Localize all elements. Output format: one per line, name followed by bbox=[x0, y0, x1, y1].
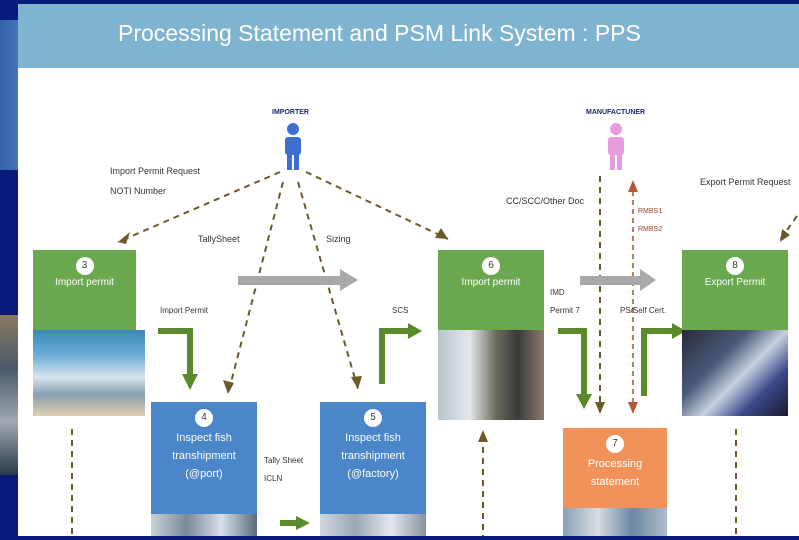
green-arrowhead-box6 bbox=[408, 323, 422, 339]
tally-sheet-2-label: Tally Sheet bbox=[264, 456, 304, 465]
rmbs2-label: RMBS2 bbox=[638, 226, 663, 233]
arrowhead-export-request bbox=[780, 229, 790, 242]
ps-self-cert-label: PS/Self Cert. bbox=[620, 306, 667, 315]
box-line-1: Inspect fish bbox=[176, 432, 232, 444]
sizing-label: Sizing bbox=[326, 234, 351, 244]
manufacturer-person-icon bbox=[608, 123, 624, 170]
dashed-line-importer-box4 bbox=[227, 181, 284, 395]
grey-arrow-body-1 bbox=[238, 276, 340, 285]
step-number: 7 bbox=[606, 435, 624, 453]
dashed-line-importer-box3 bbox=[117, 171, 281, 243]
rmbs1-label: RMBS1 bbox=[638, 208, 663, 215]
box-line-2: transhipment bbox=[341, 450, 405, 462]
diagram-slide: Processing Statement and PSM Link System… bbox=[18, 4, 799, 536]
green-arrow-box6-box7 bbox=[558, 328, 587, 396]
arrowhead-rmbs-down bbox=[628, 402, 638, 414]
importer-person-icon bbox=[285, 123, 301, 170]
grey-arrow-head-2 bbox=[640, 269, 656, 291]
green-arrow-box7-box8 bbox=[641, 328, 674, 396]
arrowhead-box4 bbox=[223, 380, 234, 394]
green-arrowhead-box4 bbox=[182, 374, 198, 390]
box-inspect-port-4: 4 Inspect fish transhipment (@port) bbox=[151, 402, 257, 514]
arrowhead-box5 bbox=[351, 376, 362, 389]
dashed-line-importer-box5 bbox=[297, 181, 359, 390]
dashed-line-importer-box6 bbox=[305, 171, 449, 240]
processing-photo bbox=[563, 508, 667, 536]
imd-label: IMD bbox=[550, 288, 565, 297]
arrowhead-box6 bbox=[435, 228, 448, 239]
box-line-1: Inspect fish bbox=[345, 432, 401, 444]
box-export-permit-8: 8 Export Permit bbox=[682, 250, 788, 330]
title-bar: Processing Statement and PSM Link System… bbox=[18, 4, 799, 68]
arrowhead-manufacturer-down bbox=[595, 402, 605, 414]
cc-doc-label: CC/SCC/Other Doc bbox=[506, 196, 585, 206]
step-number: 8 bbox=[726, 257, 744, 275]
permit7-label: Permit 7 bbox=[550, 306, 580, 315]
grey-arrow-head-1 bbox=[340, 269, 358, 291]
step-number: 4 bbox=[195, 409, 213, 427]
export-permit-request-label: Export Permit Request bbox=[700, 177, 791, 187]
step-number: 5 bbox=[364, 409, 382, 427]
import-office-photo bbox=[33, 330, 145, 416]
green-arrow-box3-box4 bbox=[158, 328, 193, 376]
green-arrowhead-box8 bbox=[672, 323, 686, 339]
green-arrowhead-box7 bbox=[576, 394, 592, 409]
scs-label: SCS bbox=[392, 306, 409, 315]
box-line-3: (@factory) bbox=[347, 468, 399, 480]
box-line-2: statement bbox=[590, 476, 640, 488]
icln-label: ICLN bbox=[264, 474, 283, 483]
green-arrow-box5-box6 bbox=[379, 328, 410, 384]
warehouse-photo bbox=[438, 330, 544, 420]
box-line-2: transhipment bbox=[172, 450, 236, 462]
box-line-1: Processing bbox=[587, 458, 643, 470]
arrowhead-box3 bbox=[118, 232, 130, 244]
export-office-photo bbox=[682, 330, 788, 416]
flow-connectors bbox=[71, 123, 798, 536]
box-line-3: (@port) bbox=[185, 468, 223, 480]
import-permit-arrow-label: Import Permit bbox=[160, 306, 209, 315]
noti-number-label: NOTI Number bbox=[110, 186, 167, 196]
box-label: Import permit bbox=[55, 277, 114, 288]
step-number: 6 bbox=[482, 257, 500, 275]
page-title: Processing Statement and PSM Link System… bbox=[118, 20, 641, 46]
importer-label: IMPORTER bbox=[272, 109, 309, 116]
port-photo bbox=[151, 514, 257, 536]
import-permit-request-label: Import Permit Request bbox=[110, 166, 201, 176]
box-processing-statement-7: 7 Processing statement bbox=[563, 428, 667, 508]
box-import-permit-3: 3 Import permit bbox=[33, 250, 136, 330]
step-number: 3 bbox=[75, 257, 94, 275]
box-label: Import permit bbox=[461, 277, 521, 288]
arrowhead-rmbs-up bbox=[628, 180, 638, 192]
box-label: Export Permit bbox=[704, 277, 766, 288]
grey-arrow-body-2 bbox=[580, 276, 640, 285]
green-arrowhead-box5 bbox=[296, 516, 310, 530]
factory-photo bbox=[320, 514, 426, 536]
box-inspect-factory-5: 5 Inspect fish transhipment (@factory) bbox=[320, 402, 426, 514]
manufacturer-label: MANUFACTUNER bbox=[586, 109, 646, 116]
decorative-photo-strip bbox=[0, 315, 22, 475]
box-import-permit-6: 6 Import permit bbox=[438, 250, 544, 330]
arrowhead-box6-up bbox=[478, 430, 488, 442]
tally-sheet-label: TallySheet bbox=[198, 234, 240, 244]
